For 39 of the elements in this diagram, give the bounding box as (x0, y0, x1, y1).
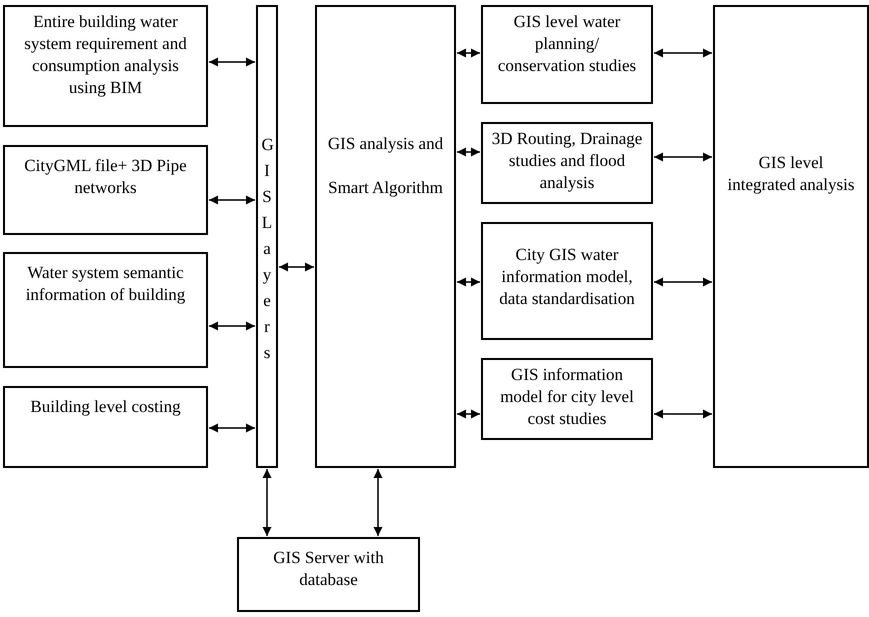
box-label: Water system semantic information of building (24, 262, 186, 306)
double-arrow (209, 322, 255, 330)
double-arrow (457, 148, 480, 156)
double-arrow (457, 278, 480, 286)
double-arrow (654, 410, 712, 418)
double-arrow (654, 48, 712, 58)
process-box (3, 145, 208, 235)
process-box (237, 537, 420, 612)
process-box (713, 5, 869, 468)
process-box (481, 122, 653, 204)
double-arrow (374, 469, 382, 536)
process-box (315, 5, 456, 468)
double-arrow (209, 424, 255, 432)
box-label: GIS level water planning/ conservation studies (496, 11, 638, 77)
process-box (481, 358, 653, 440)
box-label: GIS Server with database (272, 547, 385, 591)
process-box (3, 5, 208, 127)
box-label: GIS information model for city level cost studies (499, 364, 635, 430)
double-arrow (209, 196, 255, 204)
double-arrow (457, 410, 480, 418)
process-box (256, 5, 278, 468)
box-label: Entire building water system requirement and consumption analysis using BIM (23, 11, 188, 99)
process-box (3, 252, 208, 368)
double-arrow (654, 152, 712, 162)
box-label: GIS Layers (262, 134, 272, 364)
process-box (3, 386, 208, 468)
box-label: GIS analysis and Smart Algorithm (326, 133, 444, 199)
box-label: City GIS water information model, data standardisation (498, 244, 636, 310)
box-label: Building level costing (30, 396, 181, 418)
double-arrow (279, 262, 314, 272)
box-label: GIS level integrated analysis (726, 152, 856, 196)
double-arrow (209, 58, 255, 66)
process-box (481, 222, 653, 340)
double-arrow (654, 278, 712, 286)
box-label: CityGML file+ 3D Pipe networks (23, 155, 188, 199)
double-arrow (457, 48, 480, 58)
process-box (481, 5, 653, 104)
double-arrow (262, 469, 272, 536)
box-label: 3D Routing, Drainage studies and flood analysis (491, 128, 643, 194)
